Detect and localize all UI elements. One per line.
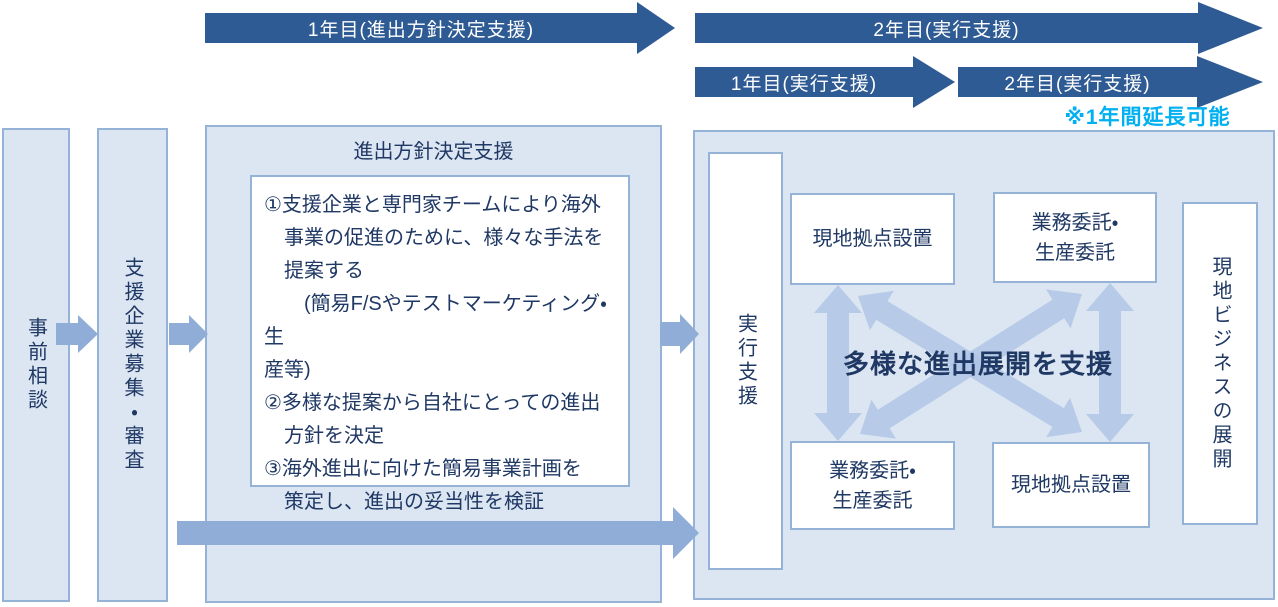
recruitment-box: 支援企業募集・審査	[97, 128, 168, 602]
flow-arrow-2	[169, 315, 208, 353]
flow-arrow-3	[660, 314, 699, 354]
arrow-head-icon	[1197, 56, 1263, 108]
recruitment-label: 支援企業募集・審査	[121, 257, 143, 473]
outsourcing-bottom-box: 業務委託・ 生産委託	[790, 441, 955, 530]
outsourcing-top-box: 業務委託・ 生産委託	[993, 192, 1157, 283]
timeline-arrow-year1-policy-label: 1年目(進出方針決定支援)	[307, 19, 535, 41]
double-arrow-diagonal-2	[860, 289, 1082, 439]
local-base-top-box: 現地拠点設置	[790, 193, 955, 285]
extension-note: ※1年間延長可能	[1064, 106, 1231, 129]
timeline-arrow-year1-policy: 1年目(進出方針決定支援)	[205, 2, 675, 54]
policy-support-details: ①支援企業と専門家チームにより海外 事業の促進のために、様々な手法を 提案する …	[250, 175, 630, 513]
timeline-arrow-year2-execution: 2年目(実行支援)	[695, 2, 1263, 54]
local-base-bottom-box: 現地拠点設置	[992, 442, 1150, 528]
execution-center-label: 多様な進出展開を支援	[842, 349, 1113, 379]
pre-consultation-label: 事前相談	[24, 317, 47, 413]
execution-label: 実行支援	[734, 313, 757, 409]
timeline-arrow-year1-execution: 1年目(実行支援)	[695, 56, 955, 108]
arrow-head-icon	[1198, 2, 1263, 54]
double-arrow-vertical-left	[814, 285, 862, 441]
local-business-box: 現地ビジネスの展開	[1182, 202, 1258, 525]
timeline-arrow-year1-execution-label: 1年目(実行支援)	[730, 73, 878, 95]
execution-label-box: 実行支援	[708, 152, 783, 570]
timeline-arrow-year2-execution-2: 2年目(実行支援)	[958, 56, 1263, 108]
local-business-label: 現地ビジネスの展開	[1209, 255, 1231, 472]
timeline-arrow-year2-execution-2-label: 2年目(実行支援)	[1004, 73, 1151, 95]
pre-consultation-box: 事前相談	[2, 128, 70, 602]
timeline-arrow-year2-execution-label: 2年目(実行支援)	[873, 19, 1020, 41]
arrow-head-icon	[913, 56, 955, 108]
double-arrow-vertical-right	[1086, 283, 1134, 442]
arrow-head-icon	[637, 2, 675, 54]
flow-arrow-1	[56, 315, 98, 353]
flow-arrow-long	[177, 507, 699, 559]
policy-support-title: 進出方針決定支援	[353, 141, 514, 163]
